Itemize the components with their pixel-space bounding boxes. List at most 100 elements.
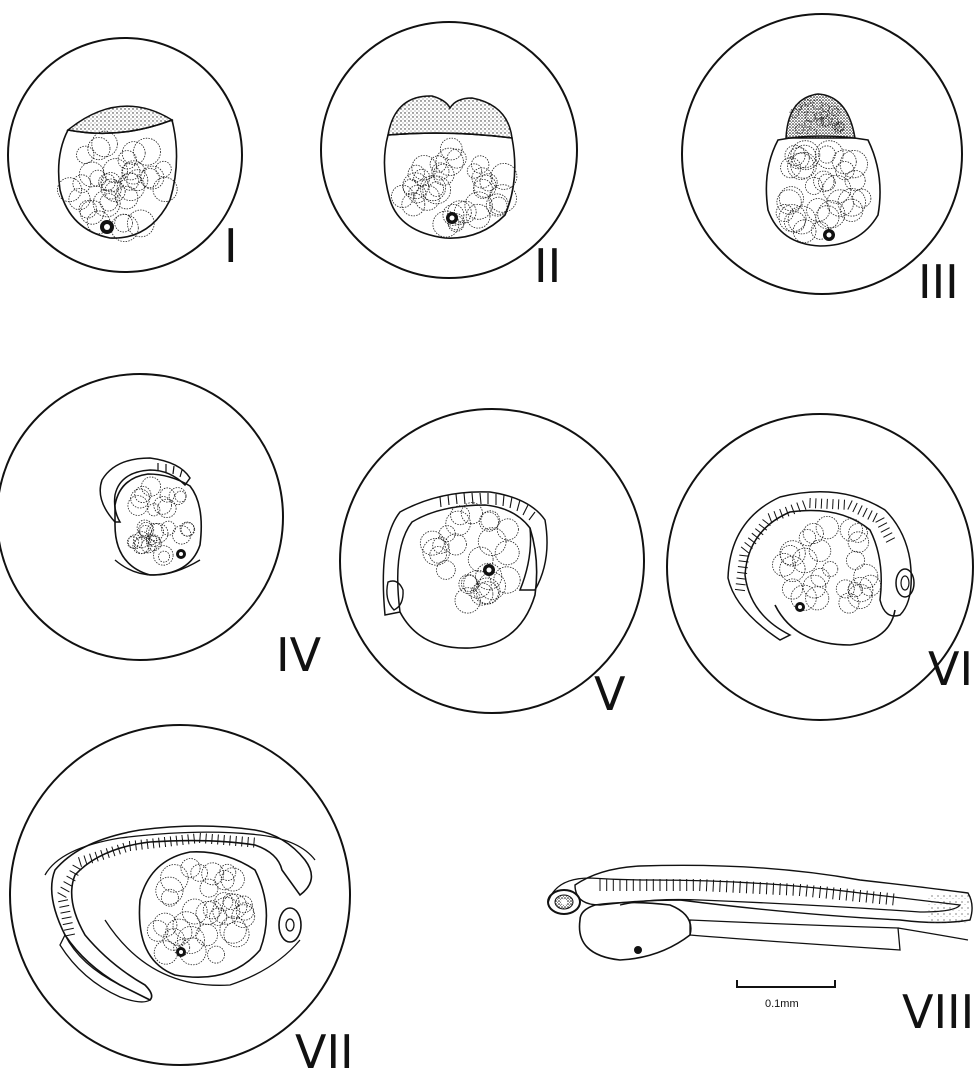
somite-line	[741, 547, 749, 553]
yolk-granule	[846, 551, 864, 569]
somite-line	[58, 900, 68, 902]
yolk-mass	[59, 120, 177, 238]
stage-1-egg: I	[8, 38, 242, 273]
somite-line	[848, 501, 852, 510]
yolk-granule	[853, 189, 871, 207]
stage-label-i: I	[224, 219, 238, 273]
yolk-granule	[474, 175, 496, 197]
somite-line	[170, 836, 171, 846]
yolk-sac	[139, 852, 266, 977]
somite-line	[58, 893, 67, 898]
somite-line	[254, 838, 255, 848]
yolk-granule	[128, 496, 148, 516]
blastodisc	[68, 106, 172, 133]
yolk-granule	[480, 174, 497, 191]
yolk-granule	[823, 175, 851, 203]
yolk-sac	[115, 474, 201, 575]
somite-line	[844, 500, 845, 510]
somites	[440, 493, 535, 520]
yolk-granule	[415, 185, 440, 210]
stage-6-egg: VI	[667, 414, 973, 720]
somite-line	[141, 840, 142, 850]
embryo-body	[52, 826, 312, 1000]
somite-line	[700, 879, 701, 891]
yolk-granule	[803, 523, 823, 543]
somite-line	[248, 837, 249, 847]
yolk-granule	[134, 138, 161, 165]
somite-line	[153, 838, 154, 848]
somite-line	[194, 834, 195, 844]
yolk-granule	[175, 491, 186, 502]
somite-line	[868, 511, 872, 520]
somite-line	[878, 523, 887, 528]
yolk-granule	[836, 580, 854, 598]
somite-line	[881, 528, 890, 533]
somite-line	[79, 857, 82, 867]
somite-line	[740, 881, 741, 893]
yolk-granule	[403, 179, 419, 195]
yolk-granule	[839, 593, 859, 613]
somite-line	[816, 498, 817, 508]
yolk-granule	[402, 193, 425, 216]
larva-oil-globule	[634, 946, 642, 954]
somite-line	[893, 893, 894, 905]
somite-line	[746, 881, 747, 893]
somite-line	[763, 520, 771, 526]
yolk-granule	[200, 879, 218, 897]
yolk-granule	[420, 531, 444, 555]
yolk-granule	[147, 921, 168, 942]
somite-line	[230, 836, 231, 846]
stage-3-egg: III	[682, 14, 962, 309]
somite-line	[720, 880, 721, 892]
somite-line	[745, 542, 753, 548]
somite-line	[64, 928, 74, 930]
somite-line	[858, 506, 862, 515]
somite-line	[886, 538, 895, 543]
somite-line	[713, 880, 714, 892]
somite-line	[853, 889, 854, 901]
somite-line	[65, 934, 75, 936]
yolk-granule	[472, 168, 492, 188]
somite-line	[73, 865, 82, 870]
somite-line	[182, 835, 183, 845]
yolk-granules	[776, 141, 871, 243]
larva-fin-fold-outline	[575, 865, 972, 922]
yolk-granule	[133, 538, 149, 554]
yolk-granules	[420, 503, 520, 614]
larva-tail-pigment	[928, 895, 970, 925]
somite-line	[873, 891, 874, 903]
yolk-granule	[849, 524, 868, 543]
yolk-granule	[123, 163, 140, 180]
yolk-granule	[445, 534, 466, 555]
yolk-granule	[823, 562, 838, 577]
somites	[735, 498, 895, 591]
somite-line	[726, 880, 727, 892]
yolk-granule	[160, 488, 174, 502]
somite-line	[218, 835, 219, 845]
stage-label-v: V	[594, 667, 626, 721]
yolk-granule	[437, 561, 456, 580]
scale-bar-label: 0.1mm	[765, 998, 799, 1010]
somite-line	[833, 499, 834, 509]
yolk-granule	[773, 553, 796, 576]
somite-line	[886, 893, 887, 905]
somite-line	[206, 834, 207, 844]
somite-line	[176, 836, 177, 846]
yolk-granule	[446, 511, 471, 536]
yolk-granule	[115, 214, 133, 232]
yolk-granules	[58, 131, 178, 241]
somite-line	[753, 882, 754, 894]
somite-line	[200, 833, 201, 843]
stage-4-egg: IV	[0, 374, 322, 682]
stage-8-larva: 0.1mm VIII	[548, 865, 974, 1039]
somite-line	[224, 835, 225, 845]
somite-line	[59, 905, 69, 907]
stage-label-vii: VII	[295, 1025, 354, 1074]
larva-ventral-fin	[690, 920, 900, 950]
stage-label-iv: IV	[276, 628, 322, 682]
yolk-granule	[811, 568, 829, 586]
yolk-granule	[92, 131, 118, 157]
yolk-granule	[79, 162, 104, 187]
yolk-granule	[472, 156, 489, 173]
somite-line	[879, 892, 880, 904]
